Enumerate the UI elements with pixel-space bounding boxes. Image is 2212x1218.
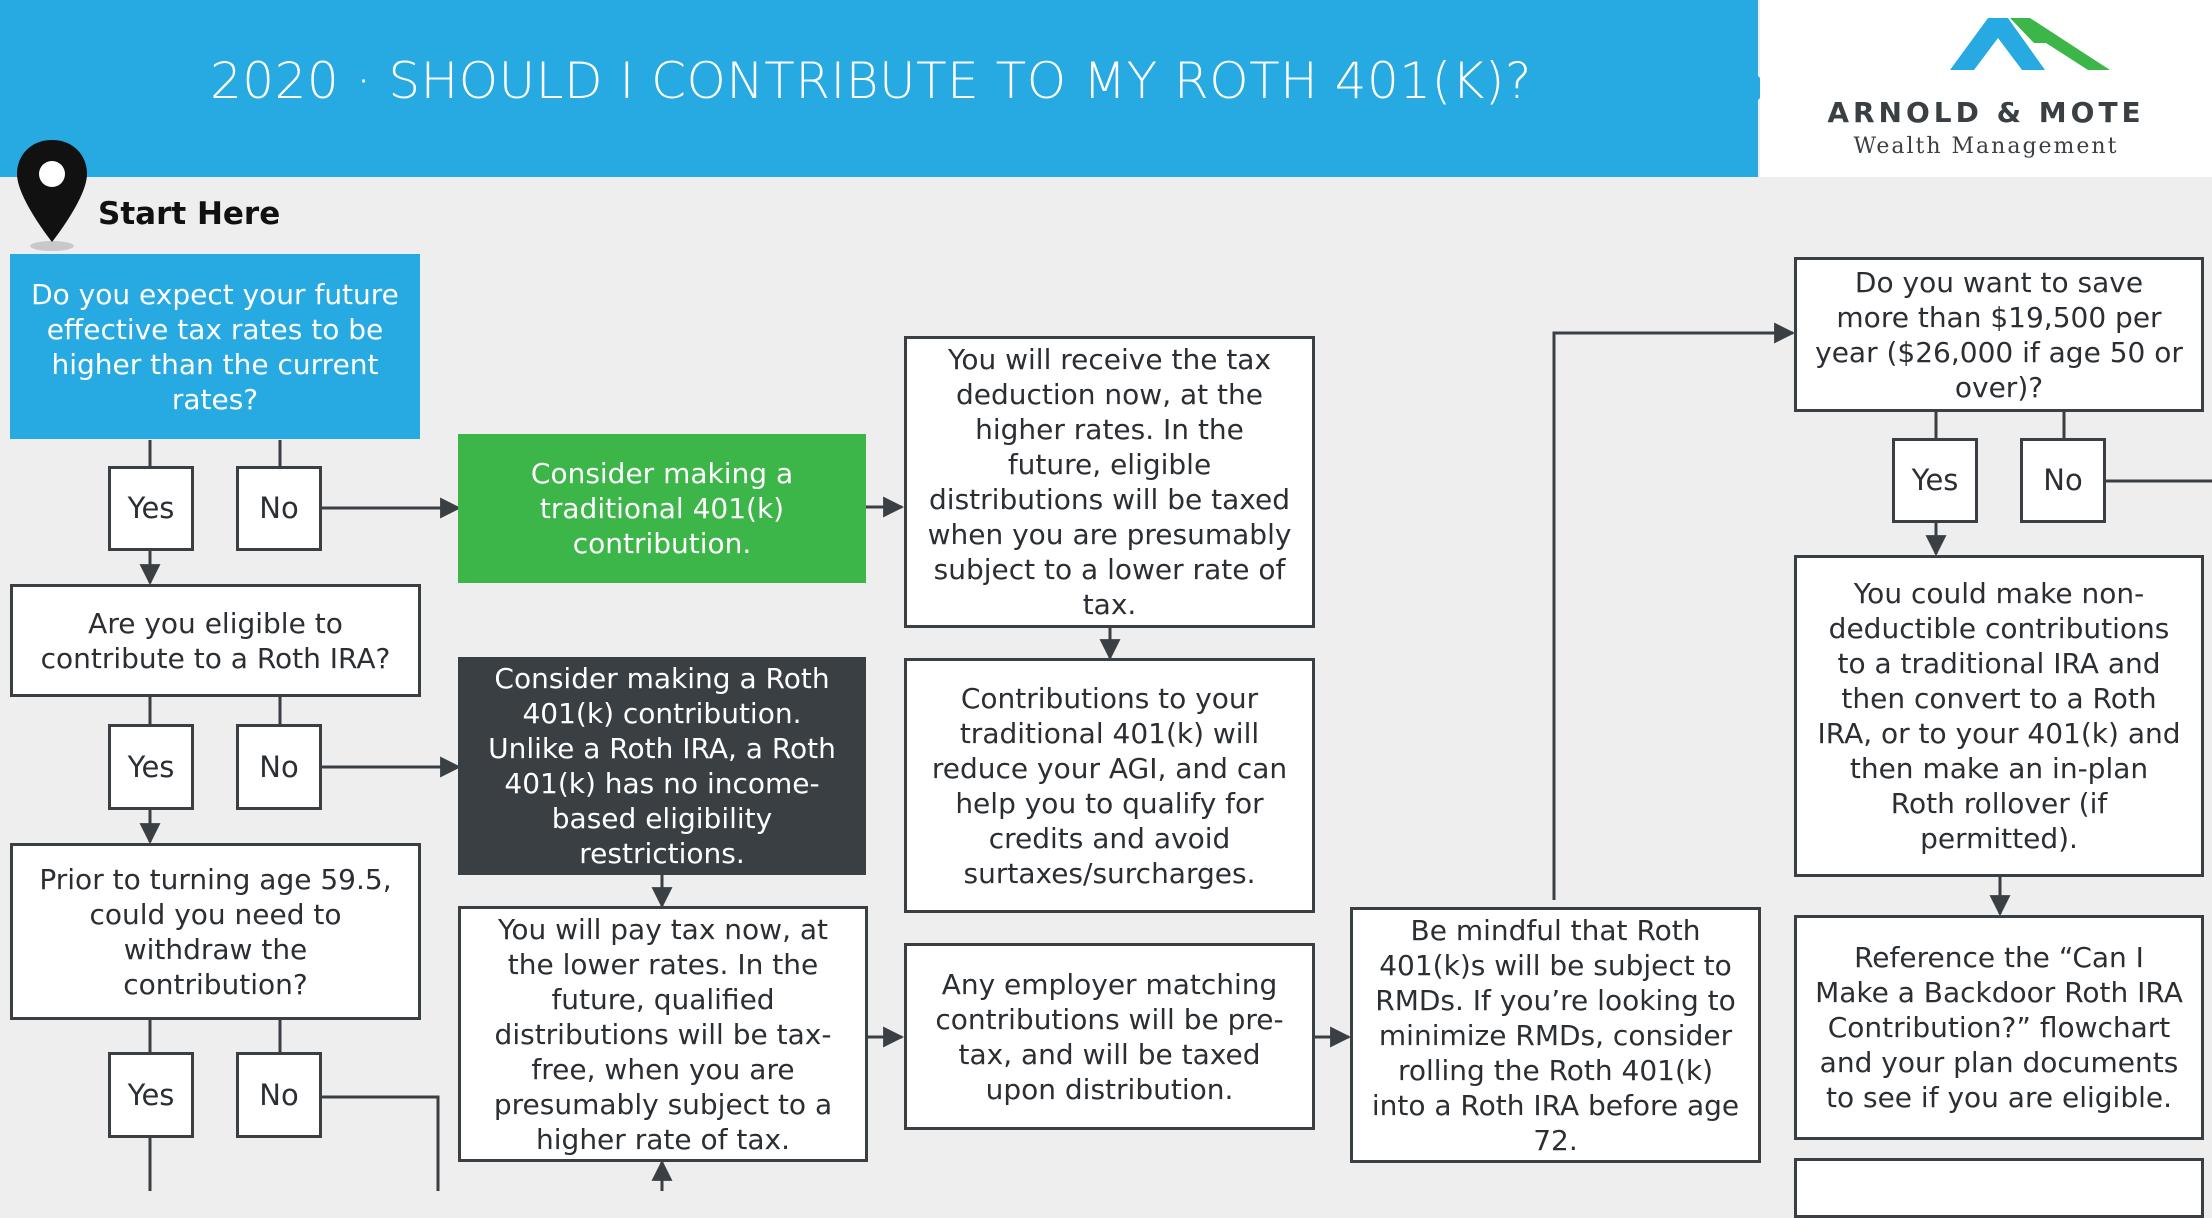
question-save-more: Do you want to save more than $19,500 pe… [1794,257,2204,412]
logo-subtitle: Wealth Management [1853,134,2119,159]
answer-no-withdrawal: No [236,1052,322,1138]
answer-no-roth-ira: No [236,724,322,810]
backdoor-roth-reference: Reference the “Can I Make a Backdoor Rot… [1794,915,2204,1140]
non-deductible-contributions-info: You could make non-deductible contributi… [1794,555,2204,877]
header-banner: 2020 · SHOULD I CONTRIBUTE TO MY ROTH 40… [0,0,1758,177]
answer-no-future-rates: No [236,466,322,551]
question-early-withdrawal: Prior to turning age 59.5, could you nee… [10,843,421,1020]
employer-match-info: Any employer matching contributions will… [904,943,1315,1130]
logo: ARNOLD & MOTE Wealth Management [1760,0,2212,177]
partial-next-box [1794,1158,2204,1218]
logo-name: ARNOLD & MOTE [1827,96,2145,129]
location-pin-icon [17,140,87,251]
tax-deduction-info: You will receive the tax deduction now, … [904,336,1315,628]
answer-yes-future-rates: Yes [108,466,194,551]
answer-yes-withdrawal: Yes [108,1052,194,1138]
question-roth-ira-eligibility: Are you eligible to contribute to a Roth… [10,584,421,697]
pay-tax-now-info: You will pay tax now, at the lower rates… [458,906,868,1162]
roth-401k-recommendation: Consider making a Roth 401(k) contributi… [458,657,866,875]
flow-connectors [139,322,2212,1191]
answer-no-save-more: No [2020,438,2106,523]
question-future-tax-rates: Do you expect your future effective tax … [10,254,420,439]
rmds-info: Be mindful that Roth 401(k)s will be sub… [1350,907,1761,1163]
answer-yes-save-more: Yes [1892,438,1978,523]
mountain-logo-icon [1950,18,2110,70]
start-here-label: Start Here [98,196,281,232]
answer-yes-roth-ira: Yes [108,724,194,810]
page-title: 2020 · SHOULD I CONTRIBUTE TO MY ROTH 40… [210,52,1532,110]
reduce-agi-info: Contributions to your traditional 401(k)… [904,658,1315,913]
traditional-401k-recommendation: Consider making a traditional 401(k) con… [458,434,866,583]
